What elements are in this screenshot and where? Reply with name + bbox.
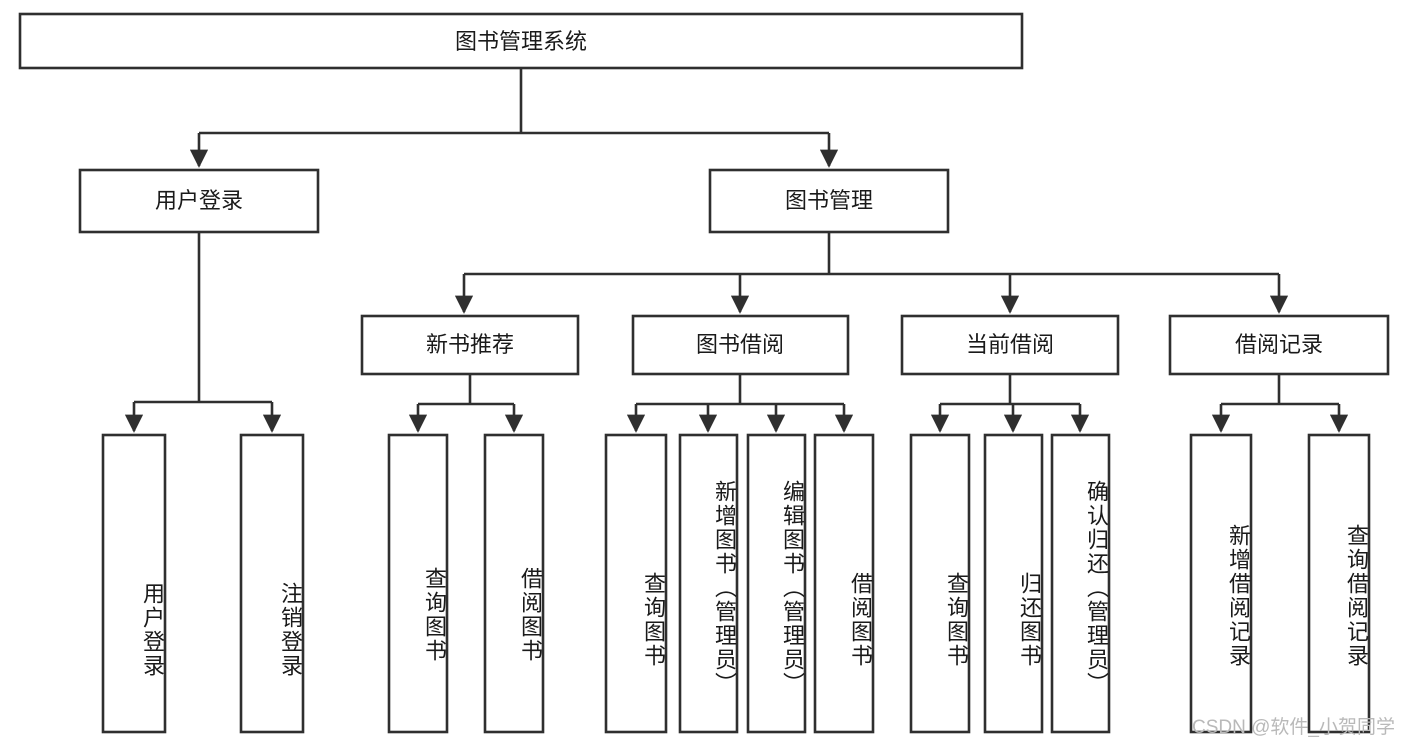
- leaf-box-add-record[interactable]: [1189, 433, 1253, 734]
- node-current-borrow[interactable]: 当前借阅: [900, 314, 1120, 376]
- node-user-login[interactable]: 用户登录: [78, 168, 320, 234]
- node-borrow-records-box[interactable]: [1168, 314, 1390, 376]
- node-book-borrow[interactable]: 图书借阅: [631, 314, 850, 376]
- node-borrow-records-label: 借阅记录: [1235, 332, 1323, 357]
- node-new-book-recommend-label: 新书推荐: [426, 332, 514, 357]
- node-book-management-box[interactable]: [708, 168, 950, 234]
- edge-group-book-mgmt: [454, 232, 1289, 314]
- leaf-box-return-book[interactable]: [983, 433, 1044, 734]
- watermark-text: CSDN @软件_小贺同学: [1192, 717, 1395, 738]
- edge-group-user-login: [124, 232, 282, 433]
- node-user-login-label: 用户登录: [155, 188, 243, 213]
- node-current-borrow-box[interactable]: [900, 314, 1120, 376]
- node-book-borrow-box[interactable]: [631, 314, 850, 376]
- node-root[interactable]: 图书管理系统: [18, 12, 1024, 70]
- edge-group-borrow: [626, 374, 854, 433]
- leaf-box-query-book-1[interactable]: [387, 433, 449, 734]
- leaf-box-borrow-book-2[interactable]: [813, 433, 875, 734]
- node-root-label: 图书管理系统: [455, 29, 587, 54]
- leaf-box-query-book-2[interactable]: [604, 433, 668, 734]
- node-book-management[interactable]: 图书管理: [708, 168, 950, 234]
- node-new-book-recommend-box[interactable]: [360, 314, 580, 376]
- edge-group-root: [189, 68, 839, 168]
- node-current-borrow-label: 当前借阅: [966, 332, 1054, 357]
- node-root-box[interactable]: [18, 12, 1024, 70]
- leaf-box-edit-book-admin[interactable]: [746, 433, 807, 734]
- edge-group-new-book: [408, 374, 524, 433]
- leaf-box-query-record[interactable]: [1307, 433, 1371, 734]
- leaf-box-add-book-admin[interactable]: [678, 433, 739, 734]
- edge-group-records: [1211, 374, 1349, 433]
- leaf-box-query-book-3[interactable]: [909, 433, 971, 734]
- node-book-borrow-label: 图书借阅: [696, 332, 784, 357]
- node-user-login-box[interactable]: [78, 168, 320, 234]
- leaf-box-borrow-book-1[interactable]: [483, 433, 545, 734]
- node-book-management-label: 图书管理: [785, 188, 873, 213]
- node-new-book-recommend[interactable]: 新书推荐: [360, 314, 580, 376]
- node-borrow-records[interactable]: 借阅记录: [1168, 314, 1390, 376]
- leaf-box-logout[interactable]: [239, 433, 305, 734]
- leaf-box-user-login[interactable]: [101, 433, 167, 734]
- leaf-box-confirm-return[interactable]: [1050, 433, 1111, 734]
- edge-group-current: [930, 374, 1090, 433]
- leaf-boxes: [101, 433, 1371, 734]
